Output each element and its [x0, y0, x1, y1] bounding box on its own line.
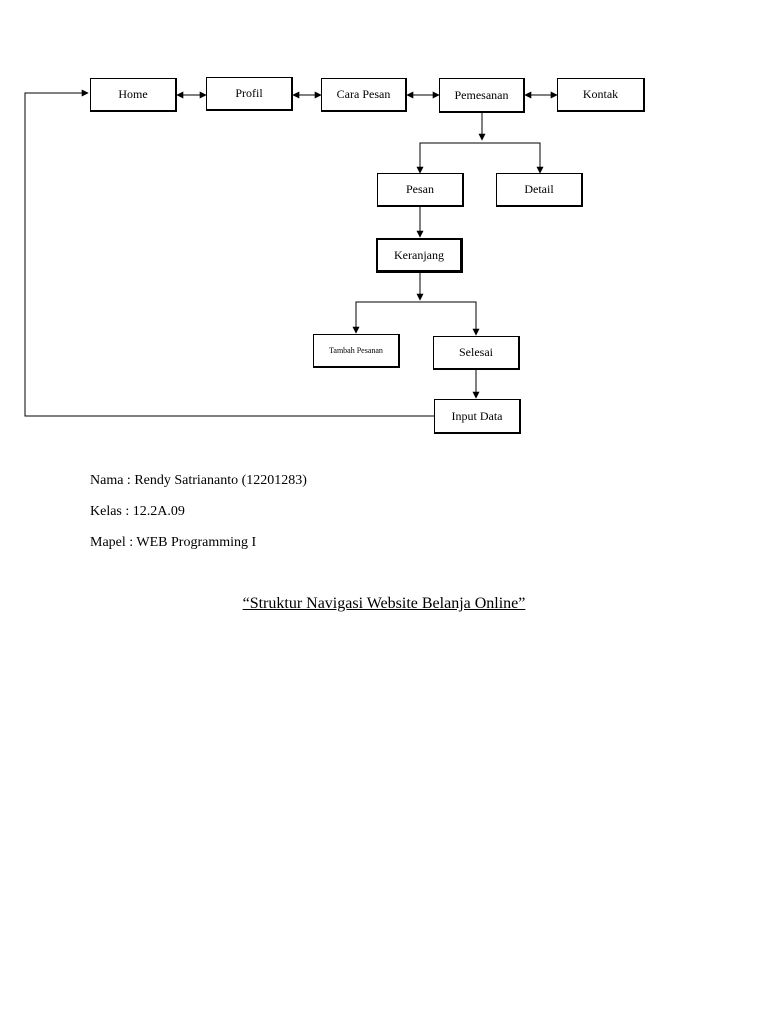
connector-input-data-home [24, 89, 434, 417]
node-home: Home [90, 78, 177, 112]
node-profil: Profil [206, 77, 293, 111]
node-detail: Detail [496, 173, 583, 207]
node-keranjang: Keranjang [376, 238, 463, 273]
node-pemesanan: Pemesanan [439, 78, 525, 113]
node-cara-pesan: Cara Pesan [321, 78, 407, 112]
node-input-data: Input Data [434, 399, 521, 434]
connector-keranjang-branch [355, 301, 477, 330]
info-nama: Nama : Rendy Satriananto (12201283) [90, 473, 307, 488]
connector-pemesanan-branch [419, 142, 541, 172]
node-selesai: Selesai [433, 336, 520, 370]
node-kontak: Kontak [557, 78, 645, 112]
page-title: “Struktur Navigasi Website Belanja Onlin… [242, 595, 526, 612]
info-kelas: Kelas : 12.2A.09 [90, 504, 185, 519]
node-tambah-pesanan: Tambah Pesanan [313, 334, 400, 368]
info-mapel: Mapel : WEB Programming I [90, 535, 257, 550]
node-pesan: Pesan [377, 173, 464, 207]
